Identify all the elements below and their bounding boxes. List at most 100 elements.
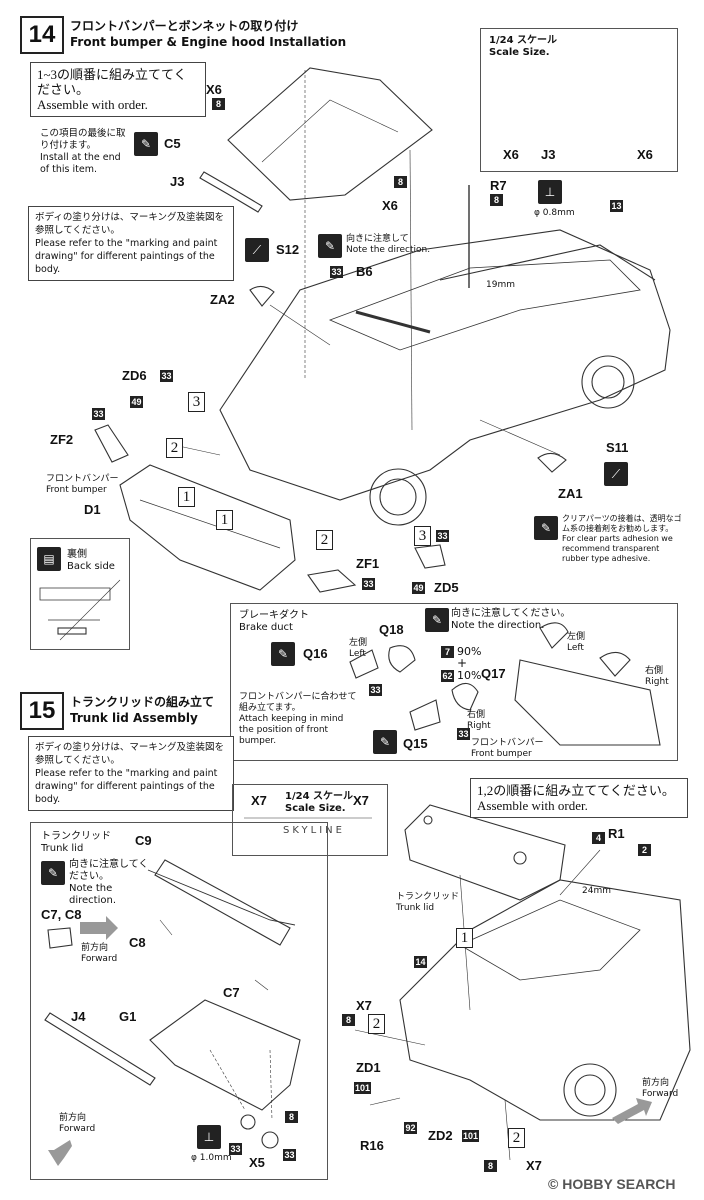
step-15-title: トランクリッドの組み立て Trunk lid Assembly <box>70 694 214 726</box>
badge-33-x5-a: 33 <box>229 1143 242 1155</box>
order-2-zf1: 2 <box>316 530 333 550</box>
cement-icon-2: ⟋ <box>604 462 628 486</box>
part-d1: D1 <box>84 502 101 517</box>
part-q17: Q17 <box>481 666 506 681</box>
direction-note-15: 向きに注意してください。 Note the direction. <box>69 859 149 907</box>
badge-33-x5-b: 33 <box>283 1149 296 1161</box>
step-14-title-ja: フロントバンパーとボンネットの取り付け <box>70 19 299 33</box>
attach-note-en: Attach keeping in mind the position of f… <box>239 714 344 746</box>
watermark-text: HOBBY SEARCH <box>562 1176 676 1192</box>
antenna-length: 19mm <box>486 280 515 290</box>
part-x7-scale-right: X7 <box>353 793 369 808</box>
forward-c-en: Forward <box>642 1089 679 1099</box>
scale-size-15-ja: 1/24 スケール <box>285 791 354 802</box>
left-label-a: 左側 Left <box>349 638 367 660</box>
paint-note-14: ボディの塗り分けは、マーキング及塗装図を参照してください。 Please ref… <box>28 206 234 281</box>
part-za2: ZA2 <box>210 292 235 307</box>
drill-icon-15: ⊥ <box>197 1125 221 1149</box>
drill-icon: ⊥ <box>538 180 562 204</box>
order-note-ja: 1~3の順番に組み立ててください。 <box>37 67 187 97</box>
order-note-15: 1,2の順番に組み立ててください。 Assemble with order. <box>470 778 688 818</box>
scale-size-14-en: Scale Size. <box>489 47 550 58</box>
order-note-15-en: Assemble with order. <box>477 798 588 813</box>
mix-90: 90% <box>457 645 482 658</box>
right-label-b: 右側 Right <box>645 666 669 688</box>
clear-parts-ja: クリアパーツの接着は、透明なゴム系の接着剤をお勧めします。 <box>562 514 682 533</box>
badge-49-zd6: 49 <box>130 396 143 408</box>
forward-arrow-icon <box>80 916 118 940</box>
antenna-diameter: φ 0.8mm <box>534 208 575 218</box>
badge-33-q17: 33 <box>457 728 470 740</box>
order-3-zd6: 3 <box>188 392 205 412</box>
front-bumper-ja: フロントバンパー <box>46 474 119 484</box>
order-3-zd5: 3 <box>414 526 431 546</box>
part-x7-scale-left: X7 <box>251 793 267 808</box>
install-end-note: この項目の最後に取り付けます。 Install at the end of th… <box>40 128 130 176</box>
trunk-lid-a-ja: トランクリッド <box>41 831 111 842</box>
badge-33-zf1: 33 <box>362 578 375 590</box>
front-bumper-2-ja: フロントバンパー <box>471 738 544 748</box>
part-r1: R1 <box>608 826 625 841</box>
badge-33-q18: 33 <box>369 684 382 696</box>
badge-8-x7-top: 8 <box>342 1014 355 1026</box>
forward-b-en: Forward <box>59 1124 96 1134</box>
forward-a-ja: 前方向 <box>81 943 109 953</box>
order-note-14: 1~3の順番に組み立ててください。 Assemble with order. <box>30 62 206 117</box>
scale-size-box-14: 1/24 スケール Scale Size. X6 J3 X6 <box>480 28 678 172</box>
right-ja-a: 右側 <box>467 710 486 720</box>
paint-note-14-en: Please refer to the "marking and paint d… <box>35 238 218 275</box>
front-bumper-en: Front bumper <box>46 485 107 495</box>
front-bumper-label-2: フロントバンパー Front bumper <box>471 738 543 760</box>
badge-33-zd6: 33 <box>160 370 173 382</box>
badge-92: 92 <box>404 1122 417 1134</box>
part-s12: S12 <box>276 242 300 257</box>
antenna-dim-24: 24mm <box>582 886 611 896</box>
step-14-number: 14 <box>20 16 64 54</box>
part-x5: X5 <box>249 1155 265 1170</box>
trunk-lid-a-en: Trunk lid <box>41 843 84 854</box>
trunk-lid-drawing <box>149 999 301 1111</box>
part-j3-scale: J3 <box>541 147 556 162</box>
badge-8-a: 8 <box>212 98 225 110</box>
trunk-lid-b-ja: トランクリッド <box>396 892 460 902</box>
order-2-zf2: 2 <box>166 438 183 458</box>
part-j3: J3 <box>170 174 185 189</box>
part-x6-scale-left: X6 <box>503 147 519 162</box>
front-bumper-2-en: Front bumper <box>471 749 532 759</box>
trunk-lid-label-a: トランクリッド Trunk lid <box>41 831 111 855</box>
clear-parts-en: For clear parts adhesion we recommend tr… <box>562 534 673 563</box>
trunk-lid-label-b: トランクリッド Trunk lid <box>396 892 459 914</box>
scale-size-14-ja: 1/24 スケール <box>489 35 558 46</box>
brake-duct-panel: ブレーキダクト Brake duct ✎ Q16 Q18 左側 Left 33 … <box>230 603 678 761</box>
part-zf2: ZF2 <box>50 432 74 447</box>
badge-8-c: 8 <box>490 194 503 206</box>
paint-note-15: ボディの塗り分けは、マーキング及塗装図を参照してください。 Please ref… <box>28 736 234 811</box>
badge-8-b: 8 <box>394 176 407 188</box>
badge-8-x7-bottom: 8 <box>484 1160 497 1172</box>
left-en-a: Left <box>349 649 366 659</box>
part-q18: Q18 <box>379 622 404 637</box>
back-side-panel: ▤ 裏側 Back side <box>30 538 130 650</box>
badge-33-b6: 33 <box>330 266 343 278</box>
right-label-a: 右側 Right <box>467 710 491 732</box>
forward-label-b: 前方向 Forward <box>59 1113 95 1135</box>
direction-note-q-en: Note the direction. <box>451 620 545 631</box>
paint-note-15-ja: ボディの塗り分けは、マーキング及塗装図を参照してください。 <box>35 742 225 766</box>
badge-14: 14 <box>414 956 427 968</box>
forward-a-en: Forward <box>81 954 118 964</box>
car-rear-drawing <box>399 879 691 1121</box>
part-q16: Q16 <box>303 646 328 661</box>
part-c7-c8: C7, C8 <box>41 907 82 922</box>
hole-diameter: φ 1.0mm <box>191 1153 232 1163</box>
direction-icon-15: ✎ <box>41 861 65 885</box>
order-note-en: Assemble with order. <box>37 97 148 112</box>
part-c9: C9 <box>135 833 152 848</box>
part-c8: C8 <box>129 935 146 950</box>
clear-parts-note: クリアパーツの接着は、透明なゴム系の接着剤をお勧めします。 For clear … <box>562 514 686 564</box>
part-zd5: ZD5 <box>434 580 459 595</box>
badge-33-zf2: 33 <box>92 408 105 420</box>
right-en-b: Right <box>645 677 669 687</box>
part-zd2: ZD2 <box>428 1128 453 1143</box>
order-1-b: 1 <box>216 510 233 530</box>
